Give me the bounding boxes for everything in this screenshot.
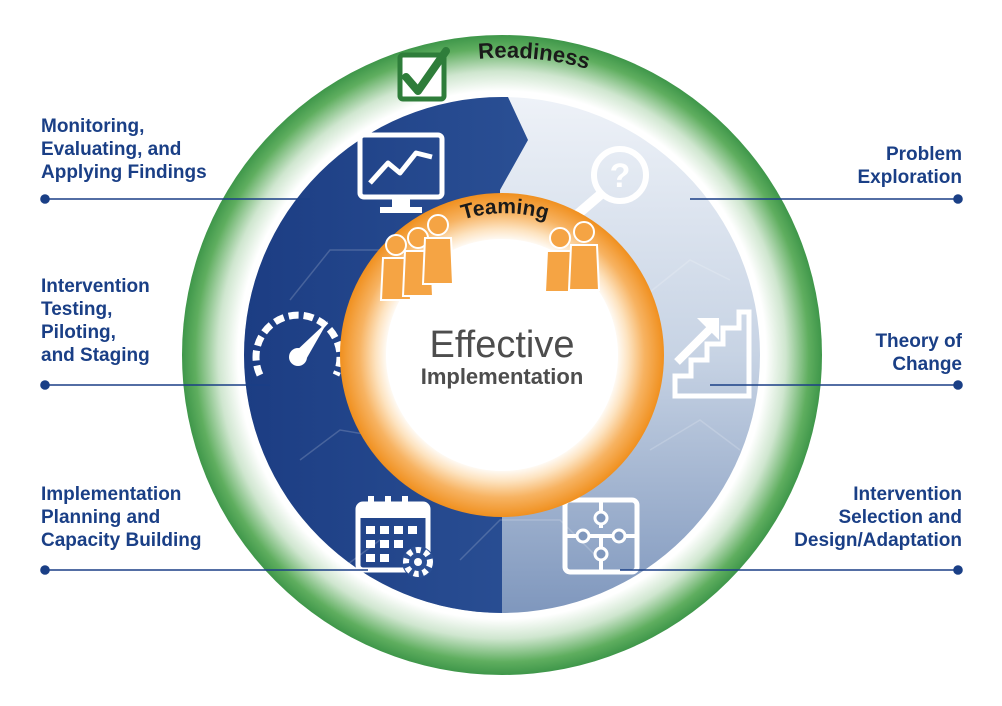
label-line: Intervention [41, 276, 150, 297]
stairs-arrow-icon [672, 309, 752, 399]
puzzle-icon [562, 497, 640, 575]
label-line: Evaluating, and [41, 139, 182, 160]
line-chart-monitor-icon [357, 132, 445, 213]
label-monitoring: Monitoring, Evaluating, and Applying Fin… [41, 115, 207, 184]
label-line: Problem [885, 144, 962, 165]
label-line: Testing, [41, 299, 113, 320]
people-icon-left [379, 214, 455, 301]
label-line: Exploration [857, 167, 962, 188]
label-line: Selection and [838, 507, 962, 528]
label-problem: Problem Exploration [857, 143, 962, 189]
center-disc [386, 239, 618, 471]
label-selection: Intervention Selection and Design/Adapta… [794, 483, 962, 552]
center-subtitle: Implementation [421, 364, 584, 389]
label-line: Planning and [41, 507, 161, 528]
label-line: Intervention [853, 484, 962, 505]
calendar-gear-icon [355, 496, 434, 578]
label-line: Applying Findings [41, 162, 207, 183]
label-line: Piloting, [41, 322, 116, 343]
label-line: and Staging [41, 345, 150, 366]
label-line: Implementation [41, 484, 182, 505]
svg-text:?: ? [610, 157, 631, 195]
label-planning: Implementation Planning and Capacity Bui… [41, 483, 201, 552]
connector-lines [40, 194, 963, 575]
checkbox-icon [397, 47, 450, 102]
label-testing: Intervention Testing, Piloting, and Stag… [41, 275, 150, 367]
label-theory: Theory of Change [875, 330, 962, 376]
label-line: Design/Adaptation [794, 530, 962, 551]
label-line: Monitoring, [41, 116, 145, 137]
people-icon-right [543, 221, 601, 293]
label-line: Theory of [875, 331, 962, 352]
label-line: Capacity Building [41, 530, 202, 551]
speedometer-icon [252, 311, 344, 377]
label-line: Change [892, 354, 962, 375]
center-title: Effective [429, 324, 574, 366]
